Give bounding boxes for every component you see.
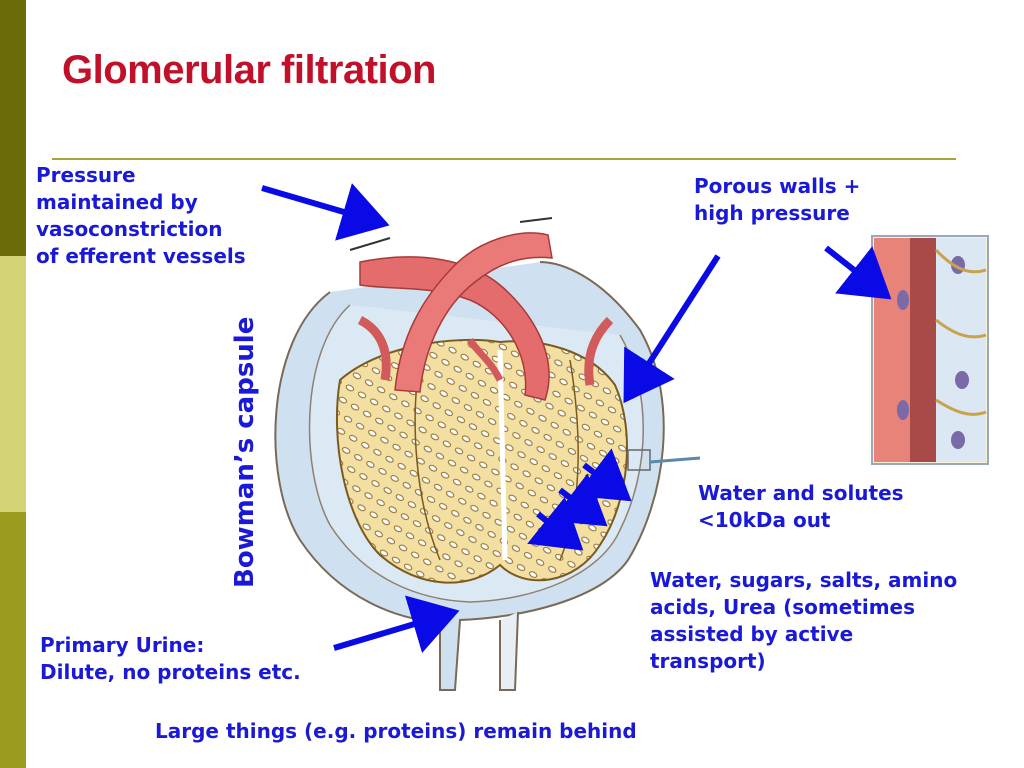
glomerulus-tuft xyxy=(335,338,628,584)
sidebar-segment-light xyxy=(0,256,26,512)
label-water-sugars-line-2: acids, Urea (sometimes xyxy=(650,595,916,619)
label-water-solutes-line-2: <10kDa out xyxy=(698,508,831,532)
label-water-sugars-line-4: transport) xyxy=(650,649,766,673)
sidebar-segment-dark xyxy=(0,0,26,256)
sidebar-decoration xyxy=(0,0,26,768)
label-water-sugars-line-1: Water, sugars, salts, amino xyxy=(650,568,958,592)
label-water-sugars-line-3: assisted by active xyxy=(650,622,854,646)
arrow-inset xyxy=(824,245,892,300)
label-pressure-line-1: Pressure xyxy=(36,163,136,187)
label-porous-line-1: Porous walls + xyxy=(694,174,861,198)
arrow-porous-walls xyxy=(623,254,721,404)
capillary-wall-inset xyxy=(871,235,989,465)
zoom-indicator-line xyxy=(649,456,701,464)
arterioles xyxy=(349,217,614,401)
label-water-solutes: Water and solutes <10kDa out xyxy=(698,480,904,534)
slide-title: Glomerular filtration xyxy=(62,48,437,92)
label-porous-line-2: high pressure xyxy=(694,201,850,225)
label-pressure: Pressure maintained by vasoconstriction … xyxy=(36,162,246,270)
label-primary-urine: Primary Urine: Dilute, no proteins etc. xyxy=(40,632,301,686)
label-primary-urine-line-1: Primary Urine: xyxy=(40,633,205,657)
label-primary-urine-line-2: Dilute, no proteins etc. xyxy=(40,660,301,684)
arrow-pressure xyxy=(261,183,390,241)
label-pressure-line-4: of efferent vessels xyxy=(36,244,246,268)
label-water-sugars: Water, sugars, salts, amino acids, Urea … xyxy=(650,567,957,675)
label-pressure-line-2: maintained by xyxy=(36,190,198,214)
sidebar-segment-mid xyxy=(0,512,26,768)
arrow-filtration-3 xyxy=(527,497,584,551)
title-underline xyxy=(52,158,956,160)
label-water-solutes-line-1: Water and solutes xyxy=(698,481,904,505)
label-large-things: Large things (e.g. proteins) remain behi… xyxy=(155,719,637,743)
label-pressure-line-3: vasoconstriction xyxy=(36,217,223,241)
arrow-primary-urine xyxy=(333,595,460,654)
label-porous-walls: Porous walls + high pressure xyxy=(694,173,860,227)
annotation-arrows xyxy=(261,183,892,654)
label-bowmans-capsule: Bowman’s capsule xyxy=(230,316,260,588)
